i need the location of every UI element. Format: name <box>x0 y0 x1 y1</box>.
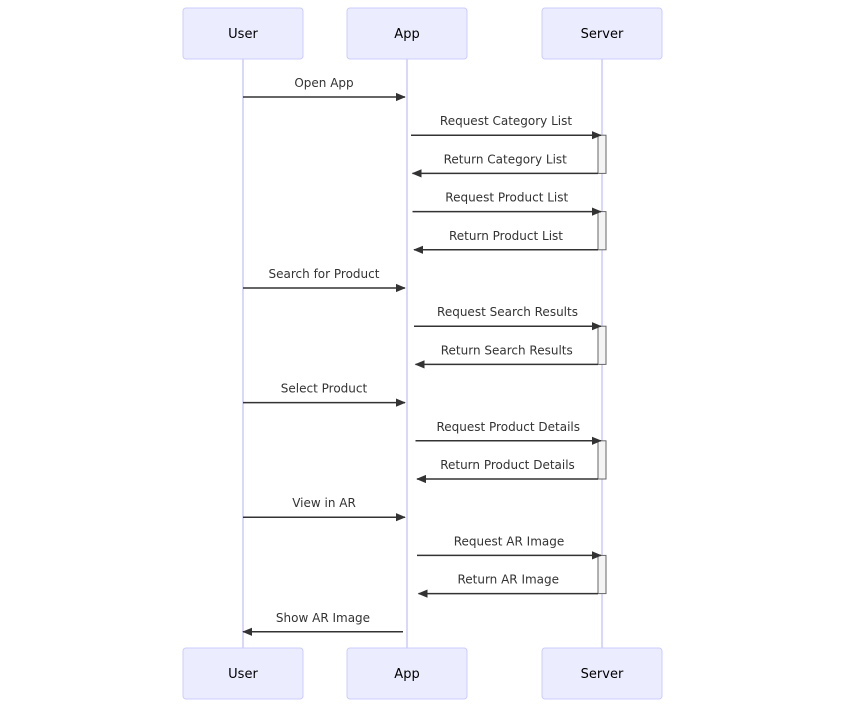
message-label: Request Search Results <box>437 305 578 319</box>
actor-label: Server <box>581 667 624 682</box>
message-12: Request AR Image <box>417 534 602 560</box>
activations <box>597 134 607 595</box>
actor-box <box>182 7 304 60</box>
actor-server-bottom: Server <box>541 647 663 700</box>
message-2: Return Category List <box>411 152 598 178</box>
message-label: View in AR <box>292 496 356 510</box>
message-14: Show AR Image <box>242 611 403 636</box>
message-1: Request Category List <box>411 114 602 140</box>
activation-bar <box>597 134 607 174</box>
activation-bar <box>597 554 607 595</box>
actor-box <box>346 7 468 60</box>
actor-app-bottom: App <box>346 647 468 700</box>
message-label: Request Product Details <box>436 420 580 434</box>
activation-bar <box>597 211 607 251</box>
message-11: View in AR <box>243 496 406 522</box>
message-6: Request Search Results <box>414 305 602 331</box>
actor-user-top: User <box>182 7 304 60</box>
message-7: Return Search Results <box>414 343 598 369</box>
actor-label: User <box>228 27 258 42</box>
message-label: Return Category List <box>444 152 568 166</box>
actor-label: App <box>394 27 419 42</box>
message-5: Search for Product <box>243 267 406 293</box>
message-label: Search for Product <box>269 267 380 281</box>
message-4: Return Product List <box>413 229 598 254</box>
message-label: Select Product <box>281 382 368 396</box>
actor-label: Server <box>581 27 624 42</box>
actor-label: User <box>228 667 258 682</box>
actor-box <box>182 647 304 700</box>
activation-bar <box>597 440 607 480</box>
message-label: Return Product Details <box>440 458 575 472</box>
message-label: Return Product List <box>449 229 563 243</box>
message-label: Return AR Image <box>457 573 559 587</box>
message-label: Return Search Results <box>441 343 573 357</box>
message-label: Show AR Image <box>276 611 370 625</box>
message-10: Return Product Details <box>416 458 598 484</box>
actor-box <box>541 647 663 700</box>
message-label: Open App <box>294 76 353 90</box>
message-13: Return AR Image <box>417 573 598 598</box>
actor-app-top: App <box>346 7 468 60</box>
message-label: Request Product List <box>445 191 568 205</box>
message-0: Open App <box>243 76 406 102</box>
actor-box <box>346 647 468 700</box>
actor-label: App <box>394 667 419 682</box>
message-9: Request Product Details <box>415 420 602 445</box>
message-3: Request Product List <box>412 191 602 216</box>
message-label: Request Category List <box>440 114 572 128</box>
actor-user-bottom: User <box>182 647 304 700</box>
message-8: Select Product <box>243 382 406 407</box>
activation-bar <box>597 325 607 365</box>
actor-server-top: Server <box>541 7 663 60</box>
message-label: Request AR Image <box>454 534 565 548</box>
actor-box <box>541 7 663 60</box>
